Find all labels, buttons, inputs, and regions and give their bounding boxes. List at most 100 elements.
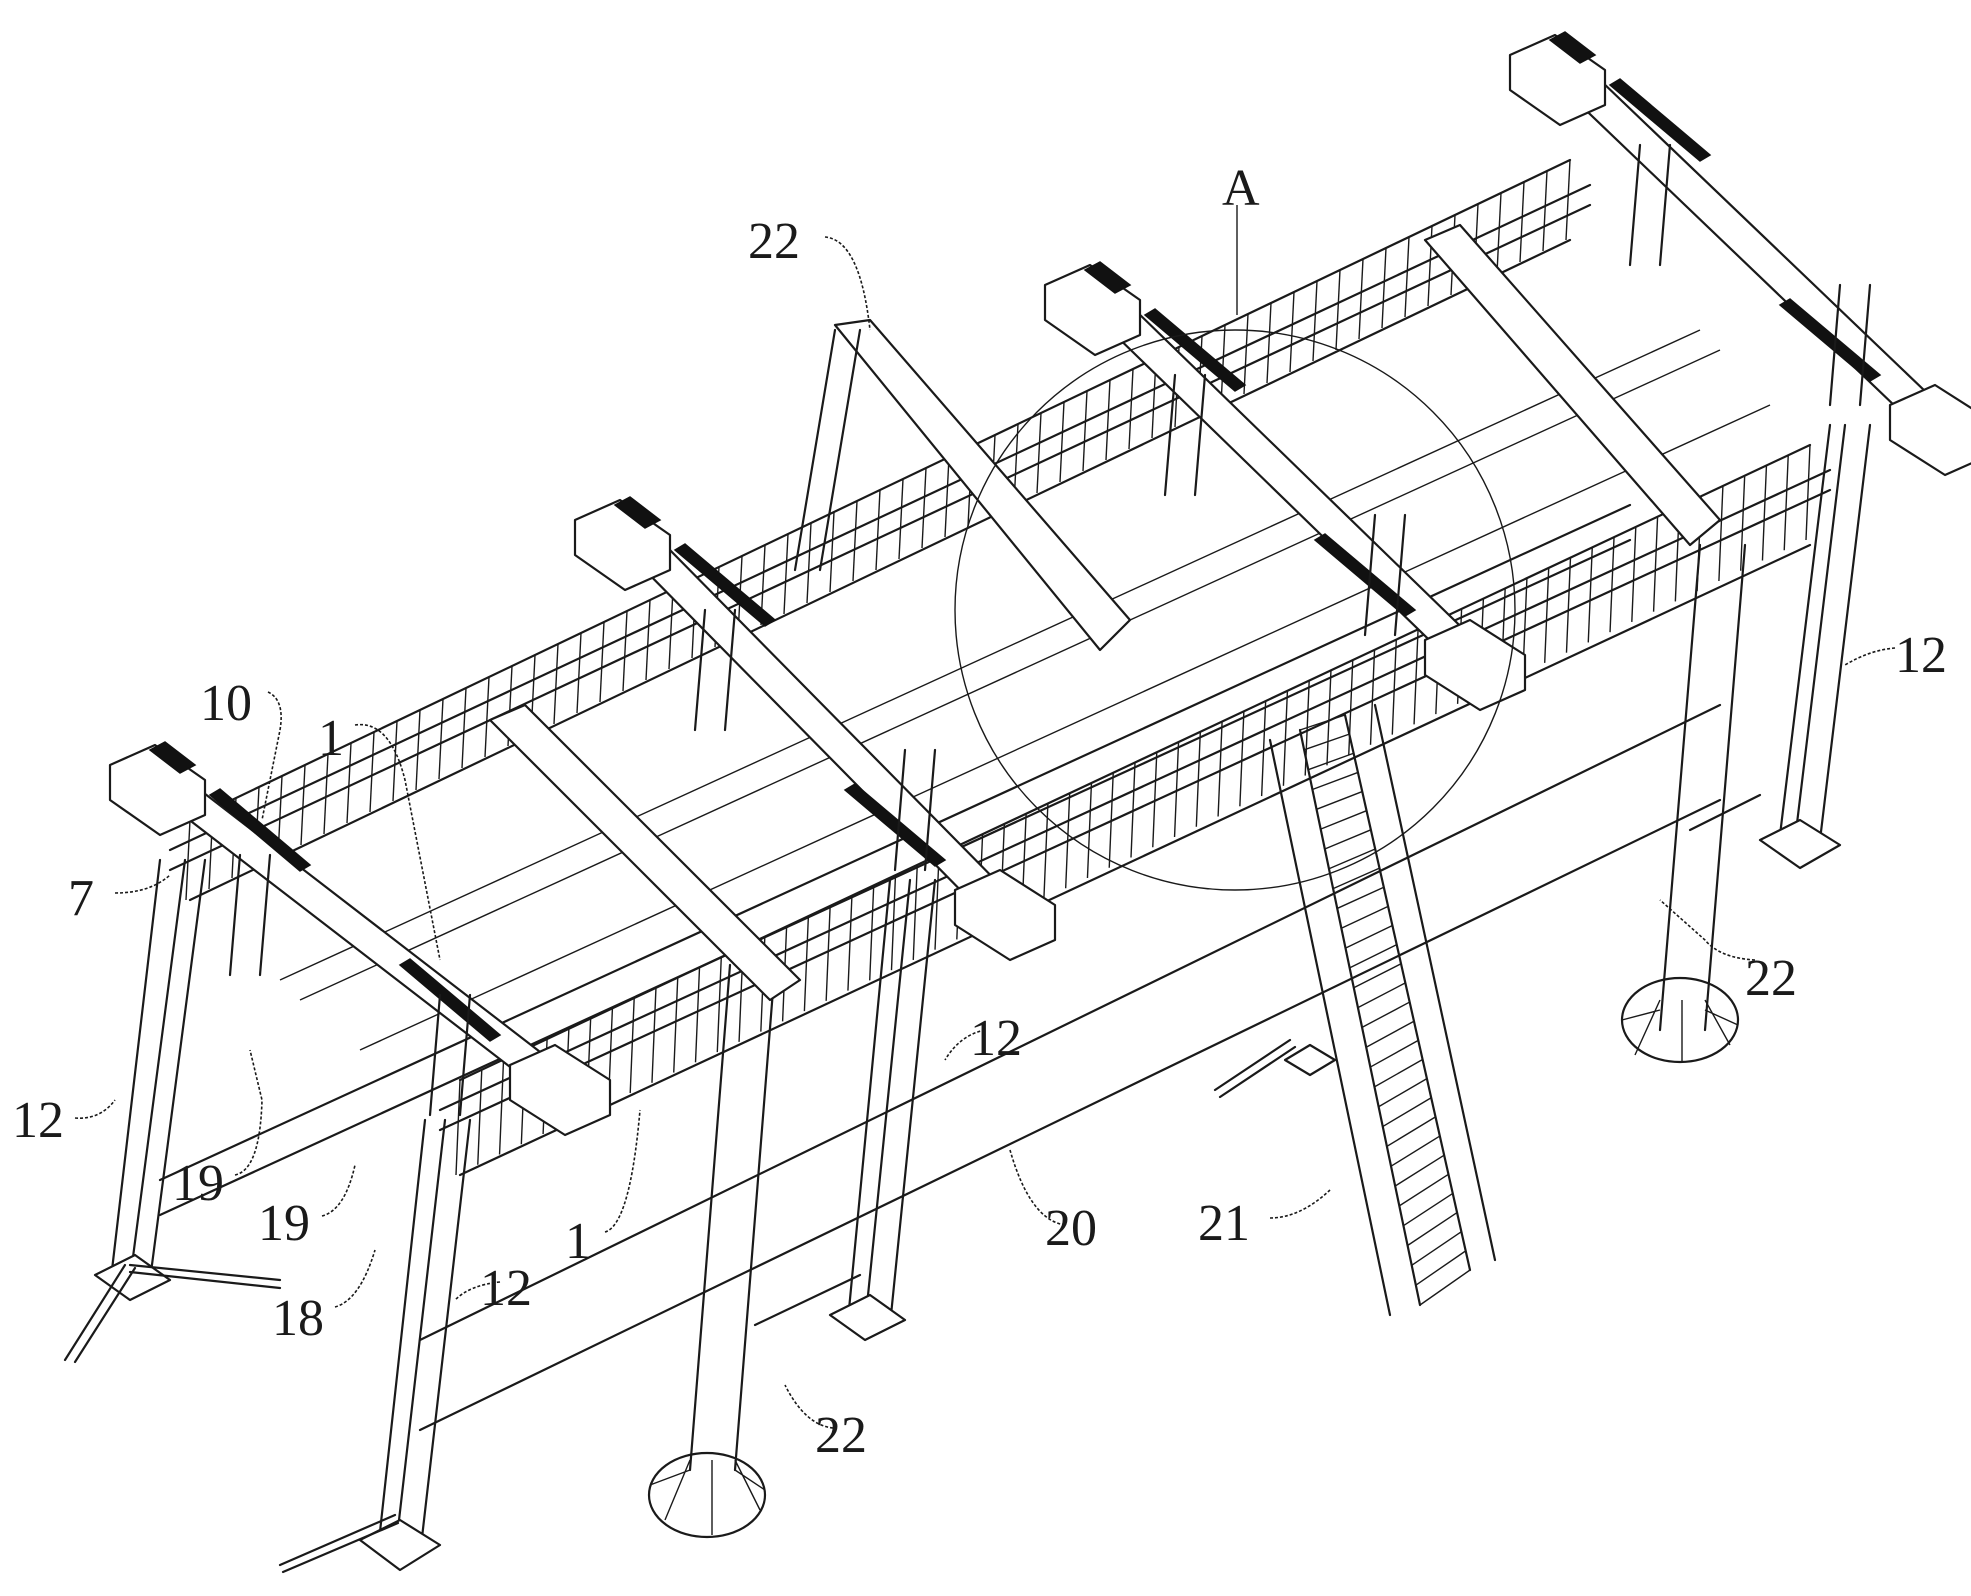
- motor-box: [1508, 33, 1607, 127]
- baluster: [1335, 269, 1341, 351]
- baluster: [438, 698, 444, 780]
- reference-labels: 10 1 7 22 A 12 22 12 12 19 19 18 1 12 20…: [12, 160, 1947, 1464]
- screw-rod: [673, 543, 777, 627]
- baluster: [673, 977, 679, 1073]
- staircase-21: [1268, 703, 1497, 1317]
- label-12-left: 12: [12, 1092, 64, 1149]
- stair-step: [1328, 848, 1376, 870]
- gantry-beam: [1103, 308, 1487, 667]
- baluster: [934, 854, 940, 950]
- baluster: [806, 522, 812, 604]
- baluster: [498, 1059, 505, 1155]
- stair-step: [1312, 771, 1359, 791]
- baluster: [461, 687, 467, 769]
- stair-step: [1394, 1154, 1445, 1187]
- baluster: [1413, 629, 1419, 725]
- baluster: [1404, 236, 1410, 318]
- gantry-post: [228, 853, 242, 977]
- gantry: [108, 741, 612, 1137]
- baluster: [1565, 159, 1571, 241]
- stair-step: [1320, 810, 1367, 830]
- label-12-lower: 12: [480, 1260, 532, 1317]
- stair-step: [1382, 1097, 1432, 1128]
- screw-rod: [1778, 298, 1882, 382]
- baluster: [1108, 772, 1114, 868]
- stair-step: [1386, 1116, 1436, 1147]
- baluster: [1064, 793, 1071, 889]
- gantry-post: [923, 748, 937, 872]
- baluster: [477, 1069, 483, 1165]
- stair-step: [1299, 714, 1346, 731]
- baluster: [1761, 465, 1768, 561]
- baluster: [1036, 412, 1042, 494]
- baluster: [1282, 690, 1289, 786]
- baluster: [1496, 192, 1502, 274]
- gantry: [1043, 261, 1527, 712]
- stair-step: [1353, 963, 1402, 989]
- gantry-beam: [633, 543, 1017, 917]
- stair-step: [1398, 1173, 1449, 1207]
- stair-step: [1324, 829, 1372, 850]
- baluster: [323, 753, 329, 835]
- baluster: [1369, 649, 1376, 745]
- baluster: [1128, 368, 1134, 450]
- columns-22: [647, 318, 1747, 1539]
- stair-step: [1303, 733, 1350, 751]
- label-a: A: [1222, 160, 1260, 217]
- baluster: [1130, 762, 1136, 858]
- gantry: [573, 496, 1057, 962]
- gantry-post: [1363, 513, 1377, 637]
- stair-step: [1415, 1250, 1467, 1286]
- stair-step: [1349, 944, 1398, 969]
- stair-step: [1403, 1192, 1454, 1227]
- stair-step: [1345, 924, 1393, 949]
- baluster: [1105, 379, 1111, 461]
- detail-circle-a: [954, 329, 1516, 891]
- motor-box: [573, 498, 672, 592]
- screw-rod: [1143, 308, 1247, 392]
- gantry-post: [693, 608, 707, 732]
- baluster: [369, 731, 375, 813]
- baluster: [912, 864, 918, 960]
- stair-step: [1411, 1231, 1462, 1266]
- baluster: [392, 720, 398, 802]
- baluster: [1217, 721, 1223, 817]
- baluster: [1086, 782, 1093, 879]
- baluster: [1152, 752, 1158, 848]
- baluster: [1260, 701, 1267, 797]
- motor-cylinder: [1083, 261, 1132, 294]
- baluster: [847, 895, 853, 991]
- baluster: [622, 610, 628, 692]
- gantries: [108, 31, 1971, 1137]
- baluster: [829, 511, 835, 593]
- label-21: 21: [1198, 1195, 1250, 1252]
- baluster: [921, 467, 927, 549]
- label-12-right: 12: [1895, 627, 1947, 684]
- baluster: [1519, 181, 1525, 263]
- baluster: [599, 621, 605, 703]
- baluster: [1312, 280, 1318, 362]
- motor-box: [1888, 383, 1971, 477]
- baluster: [869, 885, 875, 981]
- gantry-post: [1193, 373, 1207, 497]
- baluster: [1783, 455, 1789, 551]
- stair-step: [1407, 1212, 1458, 1247]
- label-19-a: 19: [172, 1155, 224, 1212]
- stair-step: [1365, 1020, 1415, 1048]
- motor-cylinder: [613, 496, 662, 529]
- label-1-upper: 1: [318, 710, 344, 767]
- baluster: [300, 764, 306, 846]
- baluster: [645, 599, 651, 681]
- baluster: [890, 875, 897, 971]
- baluster: [1043, 803, 1049, 899]
- motor-cylinder: [1548, 31, 1597, 64]
- baluster: [1805, 444, 1811, 541]
- leader-lines: [74, 236, 1896, 1429]
- baluster: [576, 632, 582, 714]
- screw-rod: [1608, 78, 1712, 162]
- gantry-post: [458, 993, 472, 1117]
- gantry-post: [723, 608, 737, 732]
- stair-step: [1336, 886, 1385, 910]
- motor-box: [508, 1043, 612, 1137]
- platform-deck: [168, 183, 1832, 1132]
